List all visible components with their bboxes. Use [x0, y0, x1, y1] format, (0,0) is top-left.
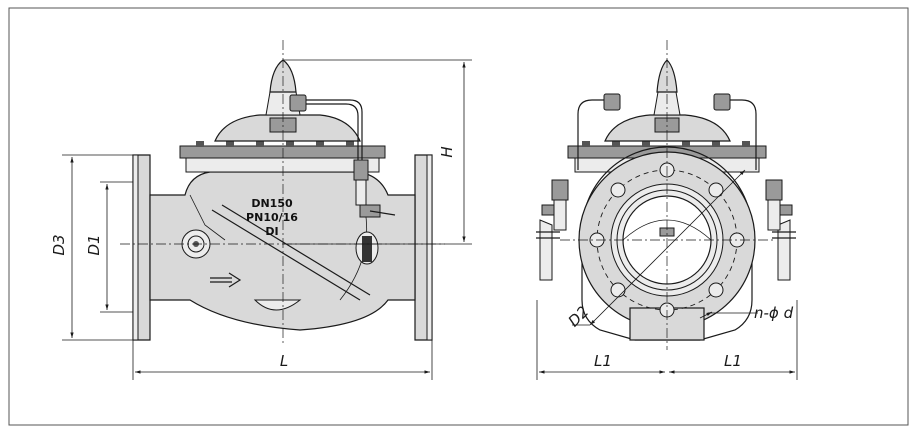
dim-L1-right-label: L1: [724, 352, 742, 370]
dim-D3: D3: [50, 154, 133, 341]
dim-D1-label: D1: [85, 234, 103, 255]
dim-n-phi-d-label: n-ϕ d: [754, 304, 794, 322]
side-view: DN150 PN10/16 DI: [120, 40, 445, 345]
dim-H: H: [283, 59, 472, 245]
casting-material: DI: [265, 225, 278, 238]
casting-pressure: PN10/16: [246, 211, 298, 224]
dim-L: L: [132, 340, 433, 380]
drawing-frame: [8, 7, 909, 426]
casting-size: DN150: [251, 197, 293, 210]
dim-H-label: H: [438, 146, 456, 157]
dim-L-label: L: [280, 352, 288, 370]
dim-D3-label: D3: [50, 234, 68, 255]
valve-body: [149, 171, 416, 331]
cover-flange: [179, 145, 386, 159]
front-view: D2 n-ϕ d: [536, 40, 796, 350]
dim-D1: D1: [85, 181, 133, 313]
dim-L1-left-label: L1: [594, 352, 612, 370]
dim-L1: L1 L1: [536, 300, 798, 380]
